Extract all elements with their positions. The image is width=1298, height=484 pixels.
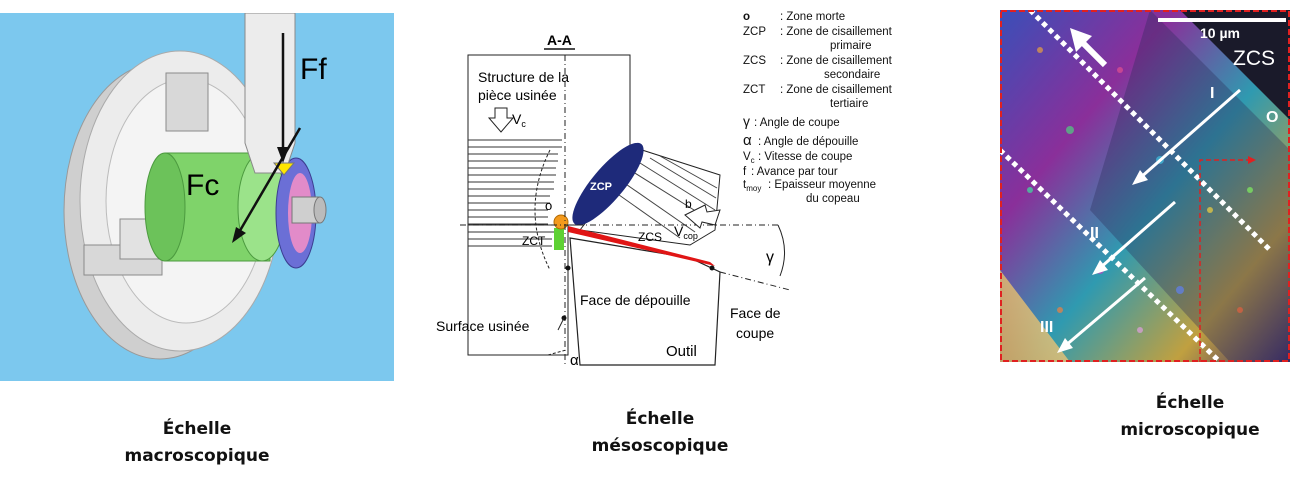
panel-border [1000,10,1290,362]
caption-line: mésoscopique [591,436,729,456]
legend-sym-zct: ZCT [743,84,765,96]
legend-desc: : Zone de cisaillement [780,26,893,38]
cutting-zone-diagram: A-A ZCP [436,11,893,369]
zcs-label: ZCS [638,230,662,244]
b-label: b [685,197,692,211]
legend-t-subscript: moy [746,184,761,193]
zct-zone [554,228,564,250]
legend-sym-zcp: ZCP [743,26,766,38]
legend-desc: : Avance par tour [751,166,838,178]
legend-t-symbol: t [743,179,747,191]
legend-desc: tertiaire [830,98,868,110]
caption-line: Échelle [162,419,232,439]
macro-panel: Ff Fc [0,12,394,381]
zone-ii-label: II [1090,225,1099,242]
legend-sym-tmoy: tmoy [743,179,761,193]
o-label: O [1266,109,1278,126]
zcs-label: ZCS [1233,47,1275,70]
legend-desc: : Epaisseur moyenne [768,179,876,191]
legend-desc: primaire [830,40,872,52]
scale-label: 10 µm [1200,25,1240,41]
flow-arrow [1139,88,1241,180]
structure-label: Structure de la pièce usinée [478,69,573,103]
zone-iii-label: III [1040,319,1053,336]
structure-line: pièce usinée [478,87,557,103]
flow-arrow [1079,39,1108,68]
outil-label: Outil [666,343,697,360]
face-depouille-label: Face de dépouille [580,292,691,308]
vc-symbol: V [512,111,522,127]
caption-line: Échelle [625,409,695,429]
legend-desc: : Angle de coupe [754,117,840,129]
flow-arrow [1099,200,1176,270]
caption-line: macroscopique [124,446,270,466]
vcop-symbol: V [674,223,684,239]
legend-desc: secondaire [824,69,880,81]
vcop-subscript: cop [683,231,698,241]
micro-panel: 10 µm ZCS O I II III [998,8,1290,364]
flow-arrow [1064,276,1146,348]
legend-desc: : Zone de cisaillement [780,55,893,67]
micro-caption: Échelle microscopique [1090,390,1290,444]
ebsd-map: 10 µm ZCS O I II III [998,8,1290,364]
fc-arrow [236,127,302,235]
legend-vc-symbol: V [743,151,751,163]
face-coupe-label: Face de coupe [730,305,784,341]
caption-line: Échelle [1155,393,1225,413]
legend-sym-o: o [743,11,750,23]
meso-caption: Échelle mésoscopique [560,406,760,460]
legend-sym-zcs: ZCS [743,55,766,67]
face-coupe-line: Face de [730,305,781,321]
legend: o : Zone morte ZCP : Zone de cisaillemen… [743,11,893,205]
gamma-label: γ [766,249,774,266]
o-label: o [545,198,552,213]
zone-morte [553,214,569,230]
legend-sym-f: f [743,166,747,178]
ff-label: Ff [300,53,327,86]
section-label: A-A [547,32,572,48]
workpiece-lower [467,224,569,356]
legend-sym-vc: Vc [743,151,755,165]
structure-line: Structure de la [478,69,569,85]
zct-label: ZCT [522,234,546,248]
zcp-zone [572,142,644,226]
vcop-arrow [684,204,721,229]
caption-line: microscopique [1120,420,1260,440]
boundary-upper [1028,8,1272,252]
legend-desc: : Vitesse de coupe [758,151,852,163]
vcop-label: Vcop [674,223,698,241]
alpha-label: α [570,352,579,369]
lathe-illustration: Ff Fc [0,12,394,381]
zone-i-label: I [1210,85,1214,102]
legend-vc-subscript: c [751,156,755,165]
vc-subscript: c [521,119,526,129]
vc-label: Vc [512,111,526,129]
chuck-jaw [165,72,209,132]
zcs-zone [568,226,715,266]
legend-desc: : Zone morte [780,11,845,23]
zcp-label: ZCP [590,181,612,193]
legend-sym-gamma: γ [743,113,750,129]
legend-desc: : Zone de cisaillement [780,84,893,96]
meso-panel: A-A ZCP [430,0,930,380]
legend-desc: : Angle de dépouille [758,136,858,148]
face-coupe-line: coupe [736,325,774,341]
legend-sym-alpha: α [743,132,752,149]
boundary-lower [998,148,1222,364]
legend-desc: du copeau [806,193,860,205]
macro-caption: Échelle macroscopique [92,416,302,470]
vc-arrow [487,107,515,133]
fc-label: Fc [186,169,219,202]
surface-usinee-label: Surface usinée [436,318,530,334]
